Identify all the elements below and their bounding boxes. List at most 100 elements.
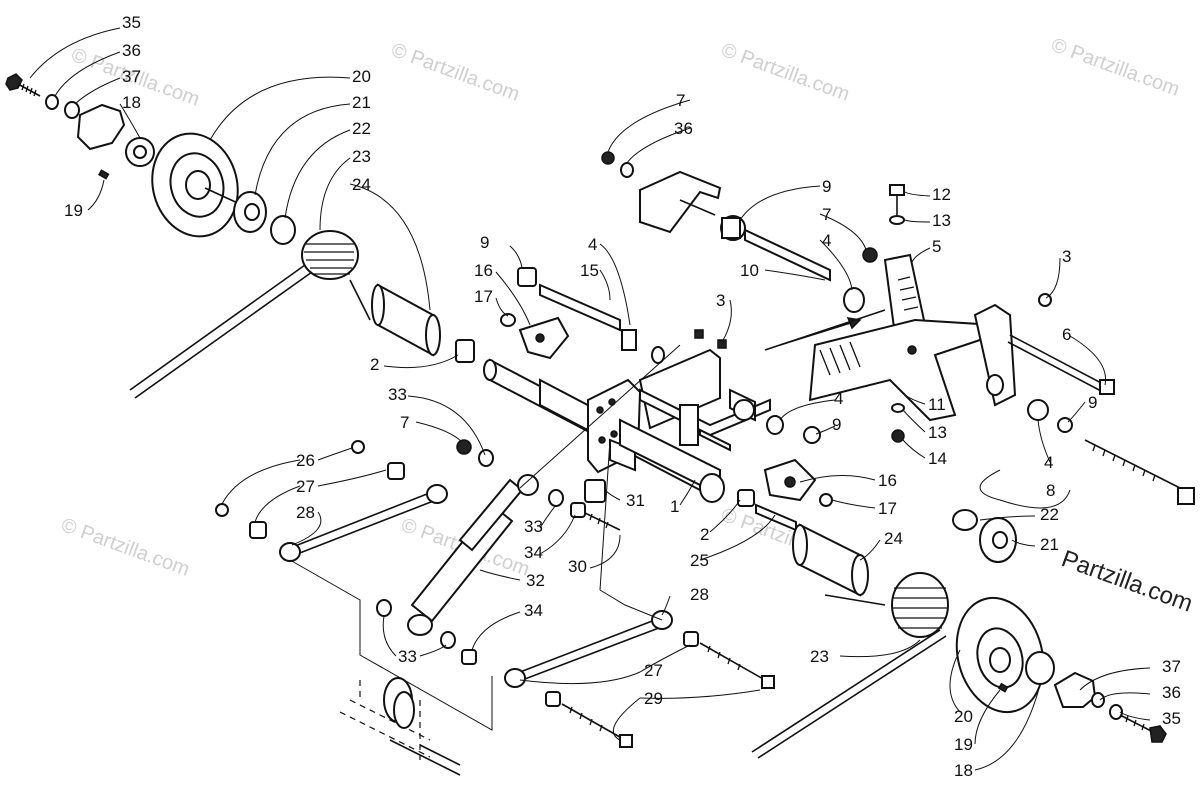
cross-shaft-assembly [483, 348, 771, 503]
callout-number: 36 [122, 41, 141, 60]
snap-ring-part [270, 215, 296, 245]
bolt-part [584, 512, 621, 531]
bolt-head-part [1099, 379, 1115, 395]
bushing-part [621, 329, 637, 351]
callout-number: 14 [928, 449, 947, 468]
callout-number: 24 [352, 175, 371, 194]
bushing-part [387, 462, 405, 480]
bearing-part [979, 517, 1017, 563]
bushing-part [737, 489, 755, 507]
idler-wheel-part [955, 596, 1045, 714]
washer-part [500, 313, 516, 327]
snap-ring-part [952, 509, 978, 531]
callout-number: 23 [810, 647, 829, 666]
bolt-part [889, 184, 905, 215]
cap-plate-part [76, 103, 126, 151]
idler-wheel-part [151, 132, 243, 238]
grease-fitting-part [717, 339, 727, 349]
callout-number: 7 [822, 205, 831, 224]
callout-number: 25 [690, 551, 709, 570]
callout-number: 27 [296, 477, 315, 496]
frame-phantom [339, 677, 461, 776]
callout-number: 21 [1040, 535, 1059, 554]
upper-left-shaft-parts [500, 267, 727, 364]
bushing-part [125, 137, 155, 167]
link-arm-part [279, 484, 448, 562]
callout-number: 16 [878, 471, 897, 490]
shaft-part [539, 283, 621, 332]
callout-number: 31 [626, 491, 645, 510]
nut-part [891, 429, 905, 443]
callout-number: 12 [932, 185, 951, 204]
callout-number: 4 [588, 235, 597, 254]
pin-part [98, 169, 110, 180]
callout-number: 22 [1040, 505, 1059, 524]
callout-number: 6 [1062, 325, 1071, 344]
callout-number: 34 [524, 543, 543, 562]
callout-number: 35 [122, 13, 141, 32]
callout-number: 36 [1162, 683, 1181, 702]
callout-number: 9 [1088, 393, 1097, 412]
callout-number: 33 [524, 517, 543, 536]
nut-part [351, 440, 365, 454]
washer-part [1109, 704, 1123, 720]
callout-number: 32 [526, 571, 545, 590]
callout-number: 36 [674, 119, 693, 138]
callout-number: 9 [480, 233, 489, 252]
spacer-part [584, 479, 606, 503]
washer-part [889, 215, 905, 225]
bracket-part [639, 170, 722, 234]
callout-number: 29 [644, 689, 663, 708]
washer-part [45, 94, 59, 110]
callout-number: 33 [388, 385, 407, 404]
nut-part [601, 151, 615, 165]
watermark: © Partzilla.com [388, 39, 522, 106]
callout-number: 10 [740, 261, 759, 280]
callout-number: 8 [1046, 481, 1055, 500]
callout-number: 4 [1044, 453, 1053, 472]
callout-number: 1 [670, 497, 679, 516]
nut-part [862, 247, 878, 263]
lower-left-assembly [215, 344, 775, 776]
washer-part [548, 489, 564, 507]
washer-part [819, 493, 833, 507]
watermark: © Partzilla.com [1048, 34, 1182, 101]
callout-number: 9 [822, 177, 831, 196]
watermark: © Partzilla.com [58, 514, 192, 581]
callout-number: 20 [352, 67, 371, 86]
callout-number: 28 [690, 585, 709, 604]
callout-number: 22 [352, 119, 371, 138]
callout-number: 37 [122, 67, 141, 86]
cap-plate-part [1053, 671, 1097, 708]
callout-number: 7 [676, 91, 685, 110]
callout-number: 17 [878, 499, 897, 518]
bushing-part [517, 267, 537, 287]
callout-number: 11 [928, 395, 946, 414]
callout-number: 9 [832, 415, 841, 434]
washer-part [478, 449, 494, 467]
bushing-part [766, 415, 784, 435]
callout-number: 4 [834, 389, 843, 408]
bushing-part [570, 502, 586, 518]
bushing-part [683, 631, 699, 647]
callout-number: 28 [296, 503, 315, 522]
washer-part [1091, 692, 1105, 708]
bushing-part [455, 339, 475, 363]
watermark: © Partzilla.com [718, 39, 852, 106]
left-idler-assembly [5, 73, 475, 399]
right-idler-assembly [751, 509, 1167, 759]
callout-number: 35 [1162, 709, 1181, 728]
callout-number: 2 [370, 355, 379, 374]
callout-labels: 35 36 37 18 19 20 21 22 23 24 2 33 7 26 … [64, 13, 1181, 780]
callout-number: 27 [644, 661, 663, 680]
callout-number: 7 [400, 413, 409, 432]
callout-number: 23 [352, 147, 371, 166]
pin-part [997, 682, 1009, 693]
brand-label: Partzilla.com [1058, 545, 1196, 617]
bushing-part [545, 691, 561, 707]
bolt-part [1119, 714, 1167, 743]
callout-number: 24 [884, 529, 903, 548]
callout-number: 34 [524, 601, 543, 620]
callout-number: 4 [822, 231, 831, 250]
